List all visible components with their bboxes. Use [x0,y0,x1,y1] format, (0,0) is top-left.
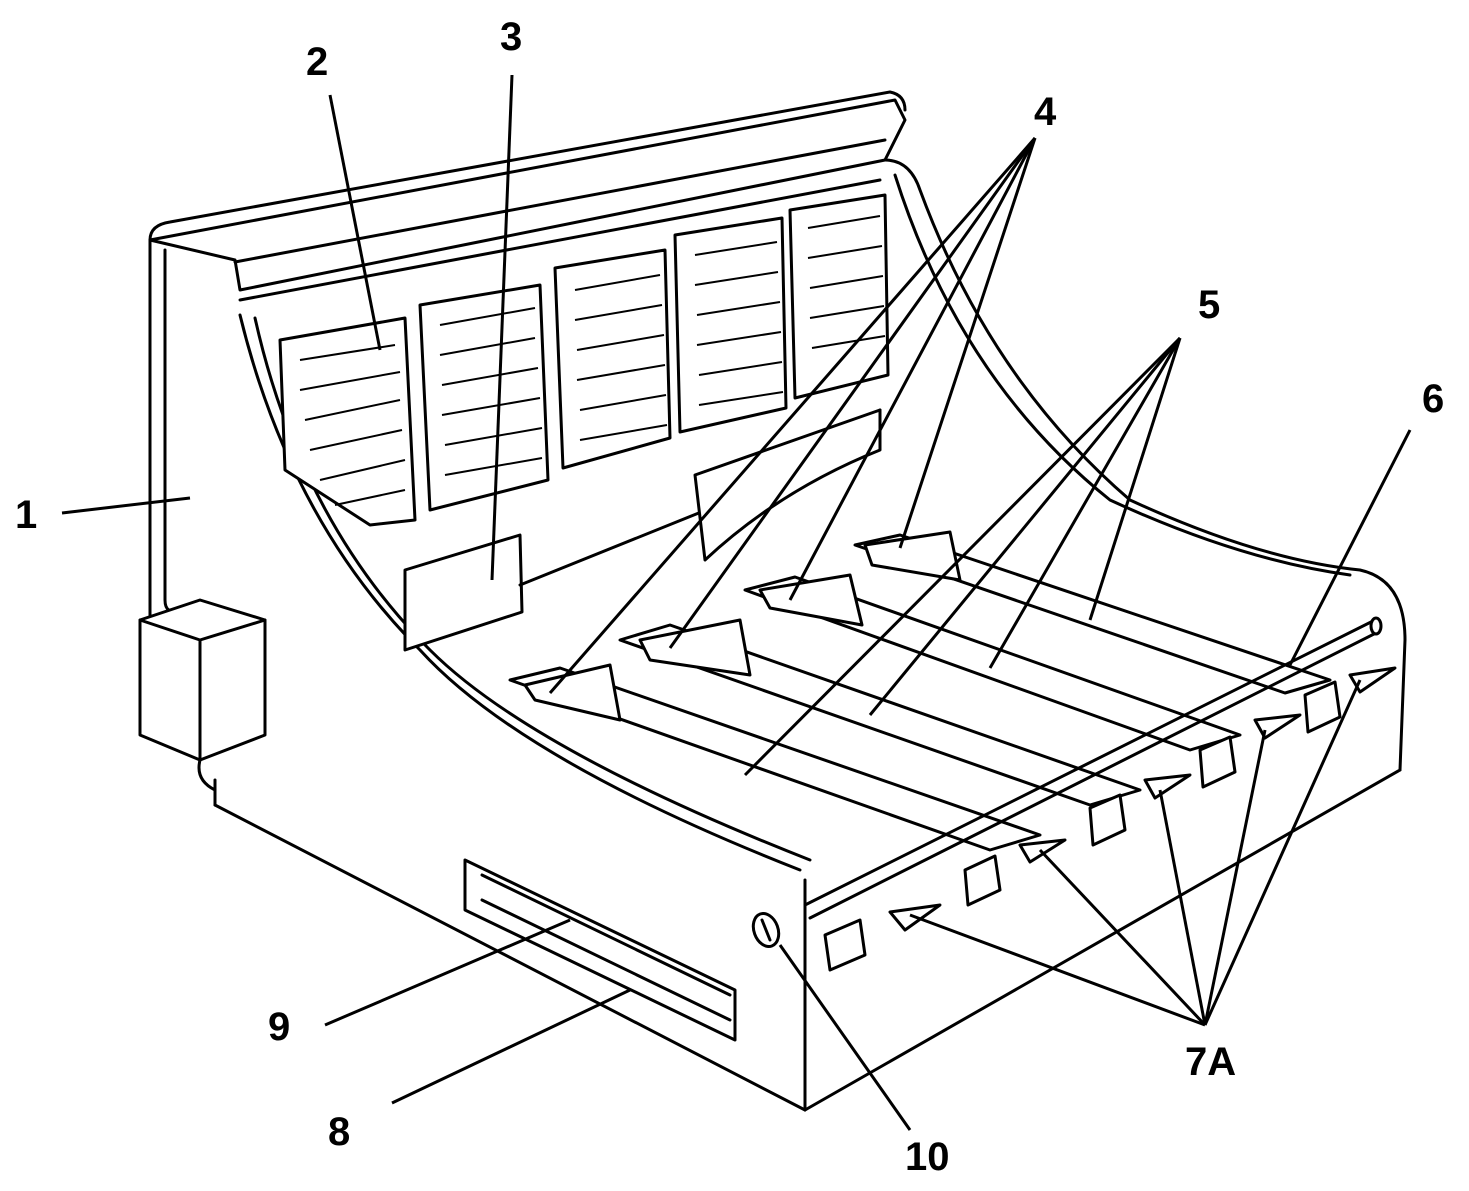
label-3: 3 [500,15,522,59]
label-4: 4 [1034,90,1057,134]
rack-1 [278,316,417,527]
back-wall [148,90,907,302]
rack-5 [788,193,890,400]
leader-lines [61,74,1412,1131]
label-1: 1 [15,493,37,537]
racks [278,193,890,527]
rack-3 [553,248,672,470]
label-8: 8 [328,1110,350,1154]
label-9: 9 [268,1005,290,1049]
knob-slot [760,918,772,942]
rack-4 [673,216,788,434]
label-10: 10 [905,1135,950,1179]
label-2: 2 [306,40,328,84]
drawer-slot [463,858,737,1042]
teeth [823,666,1397,972]
label-6: 6 [1422,377,1444,421]
floor-plates [508,530,1332,852]
side-panel-left [148,238,812,1112]
rack-2 [418,283,550,512]
label-7a: 7A [1185,1040,1236,1084]
rod [803,616,1383,920]
label-5: 5 [1198,283,1220,327]
control-box [138,598,267,792]
